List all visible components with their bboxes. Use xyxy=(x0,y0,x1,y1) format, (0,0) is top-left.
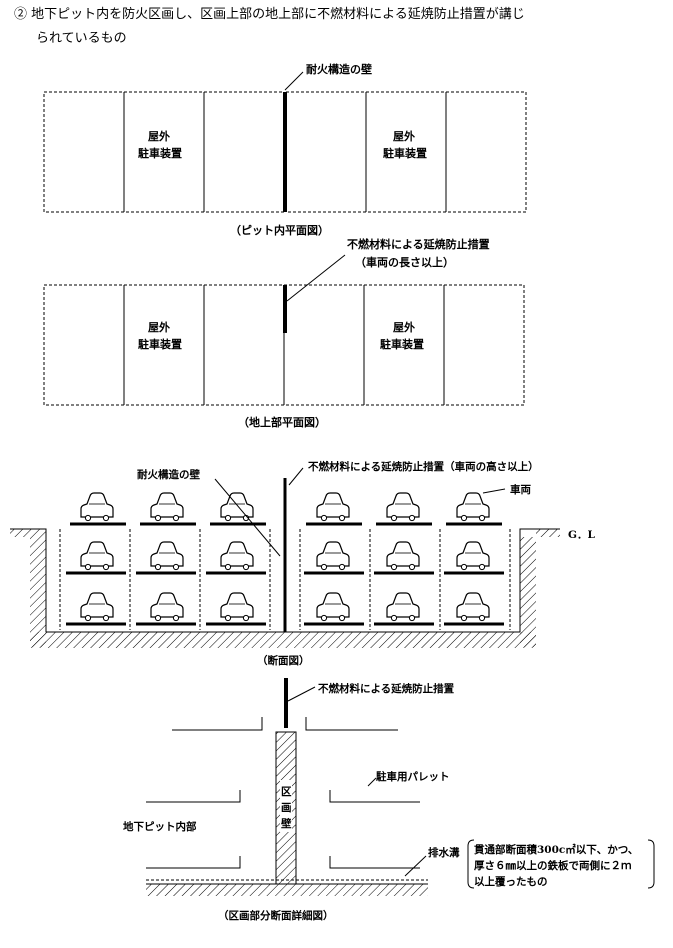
bracket-line-1: 貫通部断面積300c㎡以下、かつ、 xyxy=(473,843,638,856)
detail-caption: （区画部分断面詳細図） xyxy=(218,909,334,922)
bracket-right xyxy=(647,839,655,889)
ground-unit-3 xyxy=(203,284,285,406)
unit-label-right-2: 駐車装置 xyxy=(380,337,424,351)
bracket-line-3: 以上覆ったもの xyxy=(474,875,548,888)
pit-plan: 耐火構造の壁 屋外 駐車装置 屋外 駐車装置 （ピット内平面図） xyxy=(43,62,527,237)
pallet-bottom-left xyxy=(146,856,241,869)
section-wall-leader xyxy=(214,478,281,557)
vehicle-label: 車両 xyxy=(510,483,531,496)
wall-label-bg xyxy=(280,780,292,832)
pallets xyxy=(66,522,504,626)
ground-unit-1 xyxy=(43,284,125,406)
wall-char-2: 画 xyxy=(281,802,292,814)
unit-label-left-2: 駐車装置 xyxy=(138,337,182,351)
ground-hatch-left xyxy=(10,529,46,537)
pallet-mid-left xyxy=(146,790,241,803)
unit-label-left-2: 駐車装置 xyxy=(138,146,182,160)
unit-label-right-1: 屋外 xyxy=(393,320,415,334)
section-wall-label: 耐火構造の壁 xyxy=(137,468,200,481)
wall-leader-line xyxy=(284,71,304,91)
drain-label: 排水溝 xyxy=(428,846,460,859)
pallet-top-left xyxy=(172,717,263,731)
ground-plan-caption: （地上部平面図） xyxy=(238,415,326,429)
ground-unit-6 xyxy=(443,284,525,406)
pallet-label: 駐車用パレット xyxy=(376,770,450,783)
unit-label-left-1: 屋外 xyxy=(148,320,170,334)
unit-label-right-2: 駐車装置 xyxy=(383,146,427,160)
detail-view: 不燃材料による延焼防止措置 区 画 壁 駐車用パレット 地下ピット内部 排水溝 … xyxy=(123,678,655,922)
unit-label-right-1: 屋外 xyxy=(393,129,415,143)
ground-unit-4 xyxy=(283,284,365,406)
detail-measure-label: 不燃材料による延焼防止措置 xyxy=(318,682,455,695)
pit-unit-4 xyxy=(285,91,367,213)
section-measure-leader xyxy=(288,467,304,486)
pit-outline xyxy=(10,528,560,633)
bracket-line-2: 厚さ６㎜以上の鉄板で両側に２ｍ xyxy=(474,859,632,872)
unit-label-left-1: 屋外 xyxy=(148,129,170,143)
pit-plan-caption: （ピット内平面図） xyxy=(230,223,329,237)
gl-label: G．L xyxy=(568,529,595,541)
detail-floor xyxy=(146,884,428,896)
pit-unit-3 xyxy=(203,91,285,213)
pallet-top-right xyxy=(305,717,398,731)
drain-leader xyxy=(404,855,427,877)
pallet-mid-right xyxy=(329,790,420,803)
measure-label-1: 不燃材料による延焼防止措置 xyxy=(347,237,490,251)
pallet-bottom-right xyxy=(329,856,420,869)
pallet-leader xyxy=(367,777,377,787)
pit-interior-label: 地下ピット内部 xyxy=(123,820,197,833)
heading-line-2: られているもの xyxy=(36,31,127,46)
wall-char-1: 区 xyxy=(281,786,292,798)
section-measure-label: 不燃材料による延焼防止措置（車両の高さ以上） xyxy=(308,460,539,473)
measure-label-2: （車両の長さ以上） xyxy=(355,255,454,269)
vehicle-leader xyxy=(482,488,506,494)
ground-hatch-right xyxy=(536,529,560,537)
measure-leader-line xyxy=(286,254,346,302)
pit-floor xyxy=(30,632,536,648)
wall-label: 耐火構造の壁 xyxy=(306,62,372,76)
pit-unit-1 xyxy=(43,91,125,213)
section-view: 耐火構造の壁 不燃材料による延焼防止措置（車両の高さ以上） 車両 G．L （断面… xyxy=(10,460,595,667)
section-caption: （断面図） xyxy=(257,654,310,667)
wall-char-3: 壁 xyxy=(281,817,292,830)
pit-unit-6 xyxy=(445,91,527,213)
pit-wall-left xyxy=(30,537,46,647)
pit-wall-right xyxy=(520,537,536,647)
detail-measure-leader xyxy=(287,686,316,702)
bracket-left xyxy=(467,839,475,889)
ground-plan: 不燃材料による延焼防止措置 （車両の長さ以上） 屋外 駐車装置 屋外 駐車装置 … xyxy=(43,237,525,429)
heading-line-1: ② 地下ピット内を防火区画し、区画上部の地上部に不燃材料による延焼防止措置が講じ xyxy=(14,6,525,22)
